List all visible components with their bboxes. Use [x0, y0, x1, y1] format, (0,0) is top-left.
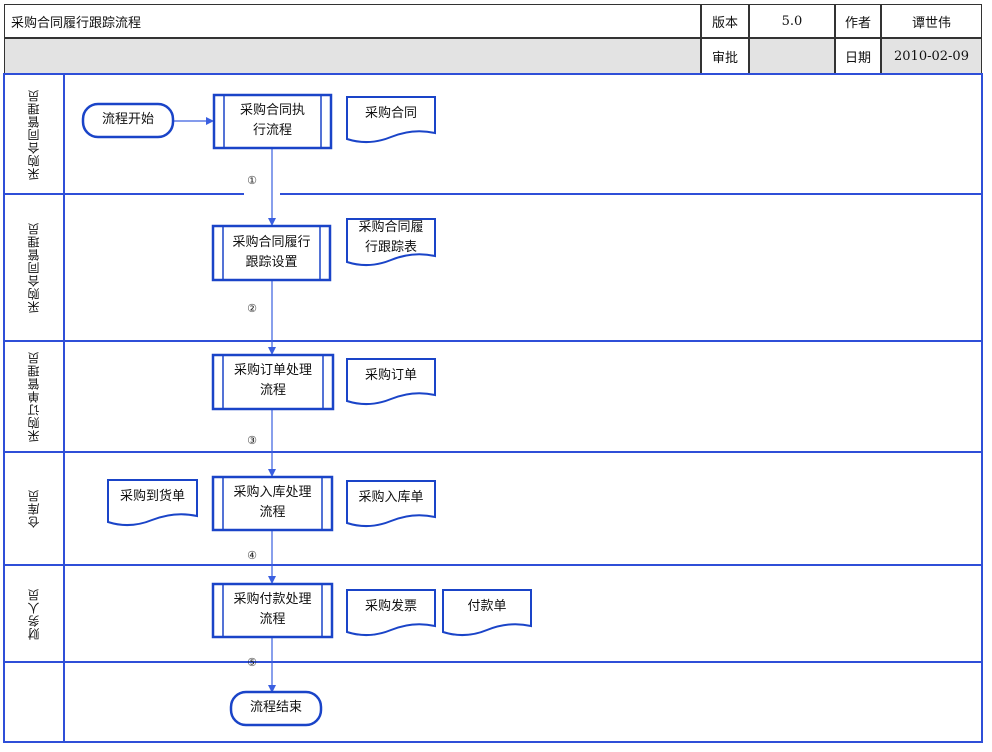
start-terminal-text: 流程开始	[101, 112, 154, 127]
approve-value-cell	[749, 38, 835, 74]
end-terminal	[229, 690, 323, 727]
lane-label-2: 采购合同管理员	[26, 222, 41, 313]
step-number-2: ②	[247, 302, 257, 315]
version-label: 版本	[711, 15, 738, 31]
document-7-text: 付款单	[467, 599, 507, 614]
lane-label-5: 财务人员	[26, 587, 41, 640]
date-label-cell: 日期	[835, 38, 881, 74]
approve-label: 审批	[711, 50, 738, 66]
process-box-2	[211, 224, 332, 282]
process-box-3	[211, 353, 335, 411]
step-number-4: ④	[247, 549, 257, 562]
date-label: 日期	[844, 50, 871, 66]
document-2-text: 采购合同履行跟踪表	[358, 220, 424, 255]
version-value-cell: 5.0	[749, 4, 835, 38]
header-title-cell: 采购合同履行跟踪流程	[4, 4, 701, 38]
lane-label-1: 采购合同管理员	[26, 88, 41, 180]
document-1-text: 采购合同	[364, 106, 417, 121]
end-terminal-text: 流程结束	[249, 700, 302, 715]
document-3-text: 采购订单	[364, 368, 417, 383]
document-shape-2	[346, 218, 436, 266]
document-4-text: 采购到货单	[119, 489, 185, 504]
author-label-cell: 作者	[835, 4, 881, 38]
step-number-5: ⑤	[247, 656, 257, 669]
document-shape-3	[346, 358, 436, 405]
document-shape-4	[107, 479, 198, 526]
process-box-1	[212, 93, 333, 150]
step-number-3: ③	[247, 434, 257, 447]
document-shape-6	[346, 589, 436, 636]
start-terminal	[81, 102, 175, 139]
document-shape-1	[346, 96, 436, 143]
process-5-text: 采购付款处理流程	[233, 592, 312, 627]
document-6-text: 采购发票	[364, 599, 417, 614]
version-value: 5.0	[781, 13, 803, 29]
page-title: 采购合同履行跟踪流程	[11, 15, 142, 31]
date-value-cell: 2010-02-09	[881, 38, 982, 74]
lane-label-3: 采购订单管理员	[26, 351, 41, 442]
document-shape-7	[442, 589, 532, 636]
author-value: 谭世伟	[911, 15, 951, 31]
process-1-text: 采购合同执行流程	[239, 103, 305, 138]
author-label: 作者	[844, 15, 871, 31]
lane-label-4: 仓库员	[26, 489, 41, 528]
process-4-text: 采购入库处理流程	[233, 485, 312, 520]
header-blank-cell	[4, 38, 701, 74]
process-3-text: 采购订单处理流程	[233, 363, 312, 398]
date-value: 2010-02-09	[894, 48, 969, 64]
lane-label-6	[20, 664, 46, 740]
process-2-text: 采购合同履行跟踪设置	[232, 235, 311, 270]
process-box-4	[211, 475, 334, 532]
version-label-cell: 版本	[701, 4, 749, 38]
step-number-1: ①	[247, 174, 257, 187]
process-box-5	[211, 582, 334, 639]
document-shape-5	[346, 480, 436, 527]
swimlane-frame	[3, 73, 983, 743]
approve-label-cell: 审批	[701, 38, 749, 74]
document-5-text: 采购入库单	[358, 490, 424, 505]
author-value-cell: 谭世伟	[881, 4, 982, 38]
